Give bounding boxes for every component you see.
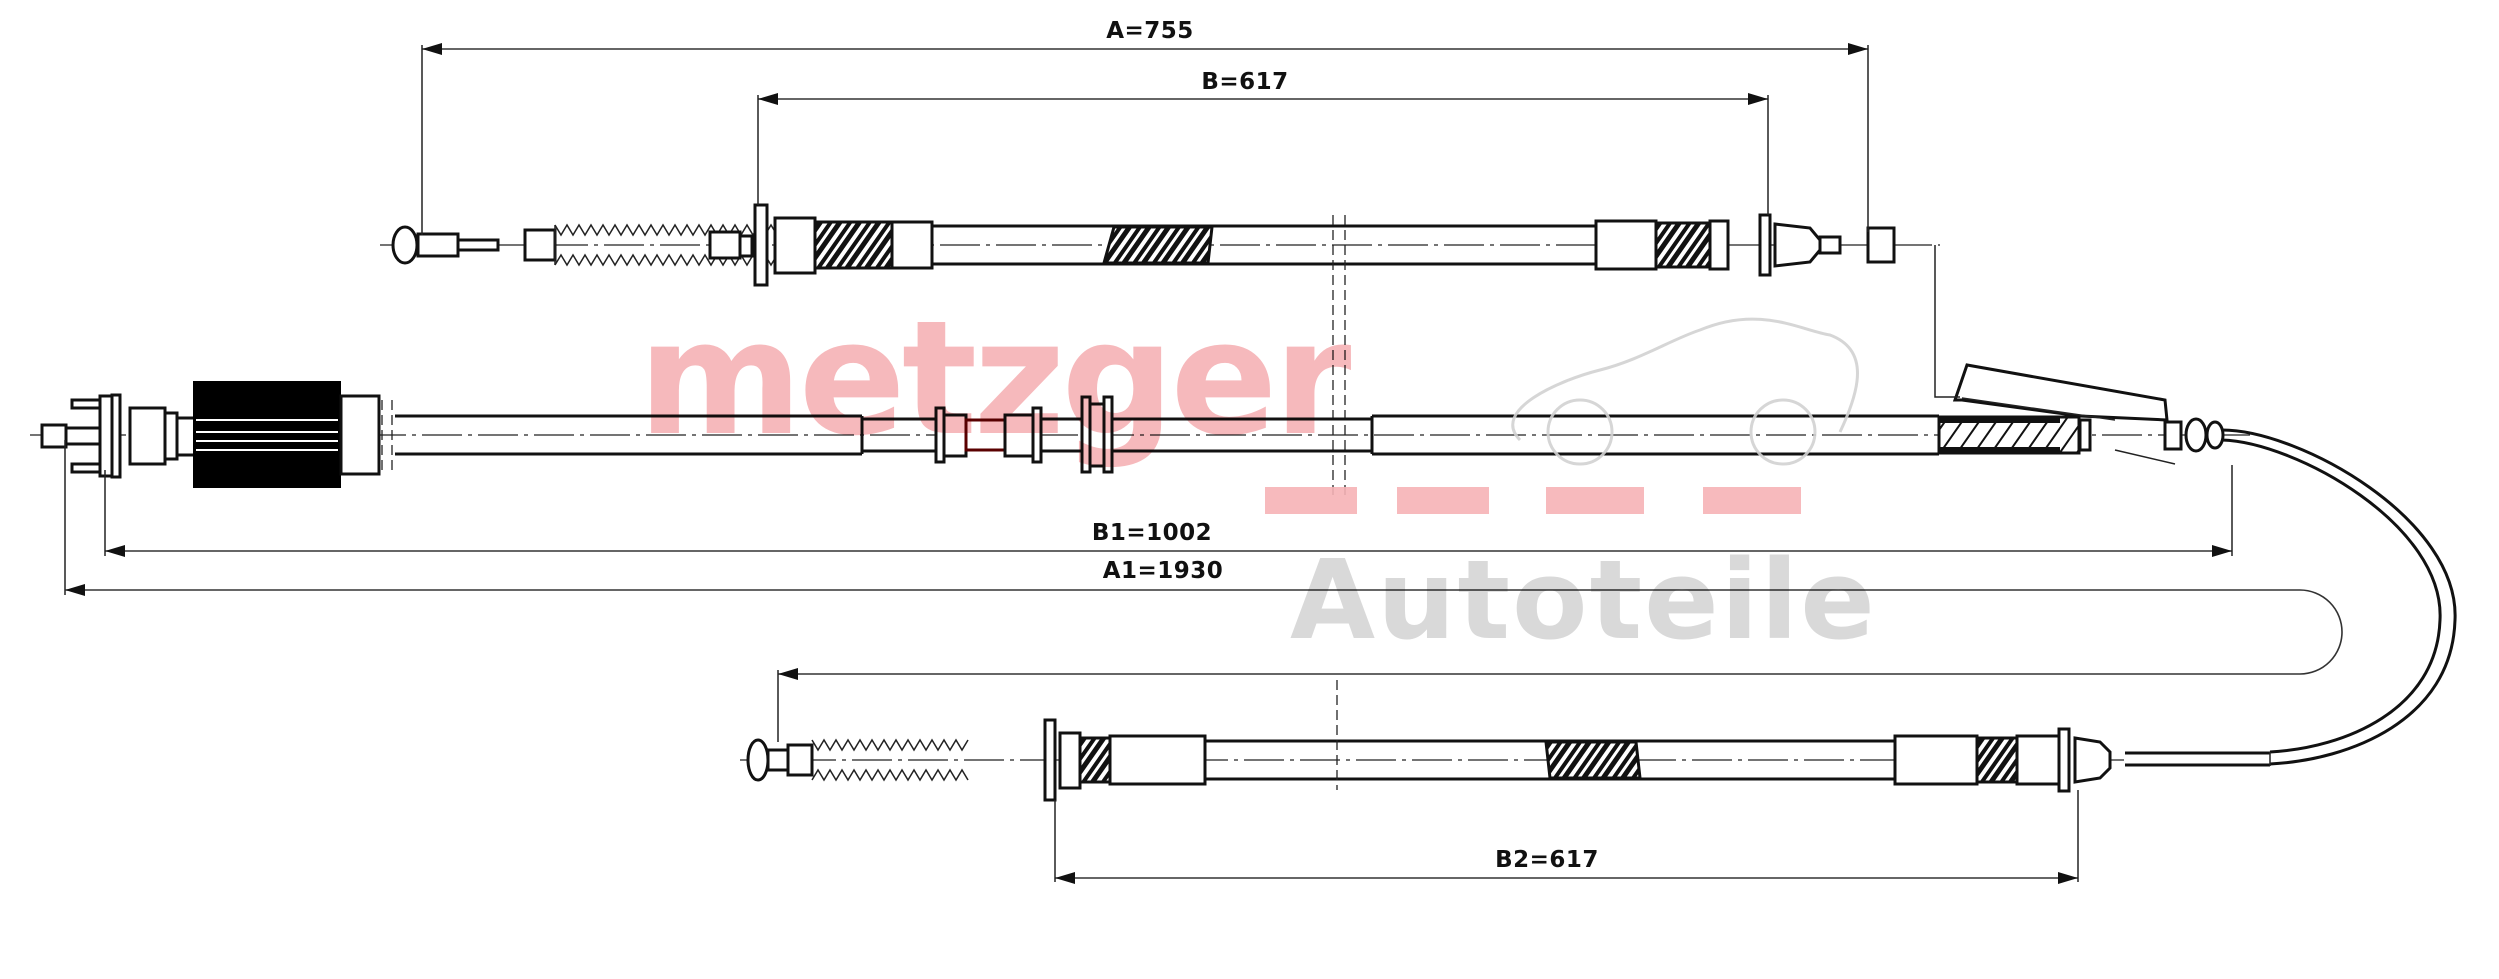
watermark-dash-1 (1265, 487, 1357, 514)
watermark-dash-4 (1703, 487, 1801, 514)
watermark-sub: Autoteile (1290, 536, 1877, 664)
watermark-dash-3 (1546, 487, 1644, 514)
dimension-lines (64, 43, 2343, 884)
watermark-brand: metzger (638, 287, 1351, 471)
dimension-label-a: A=755 (1106, 18, 1194, 44)
dimension-label-b: B=617 (1201, 69, 1289, 95)
dimension-label-a1: A1=1930 (1102, 558, 1224, 584)
watermark-dash-2 (1397, 487, 1489, 514)
dimension-label-b1: B1=1002 (1091, 520, 1213, 546)
dimension-label-b2: B2=617 (1495, 847, 1599, 873)
upper-cable (380, 203, 1940, 500)
car-outline-icon (1511, 317, 1859, 466)
main-cable (30, 245, 2457, 767)
lower-cable (740, 680, 2130, 802)
